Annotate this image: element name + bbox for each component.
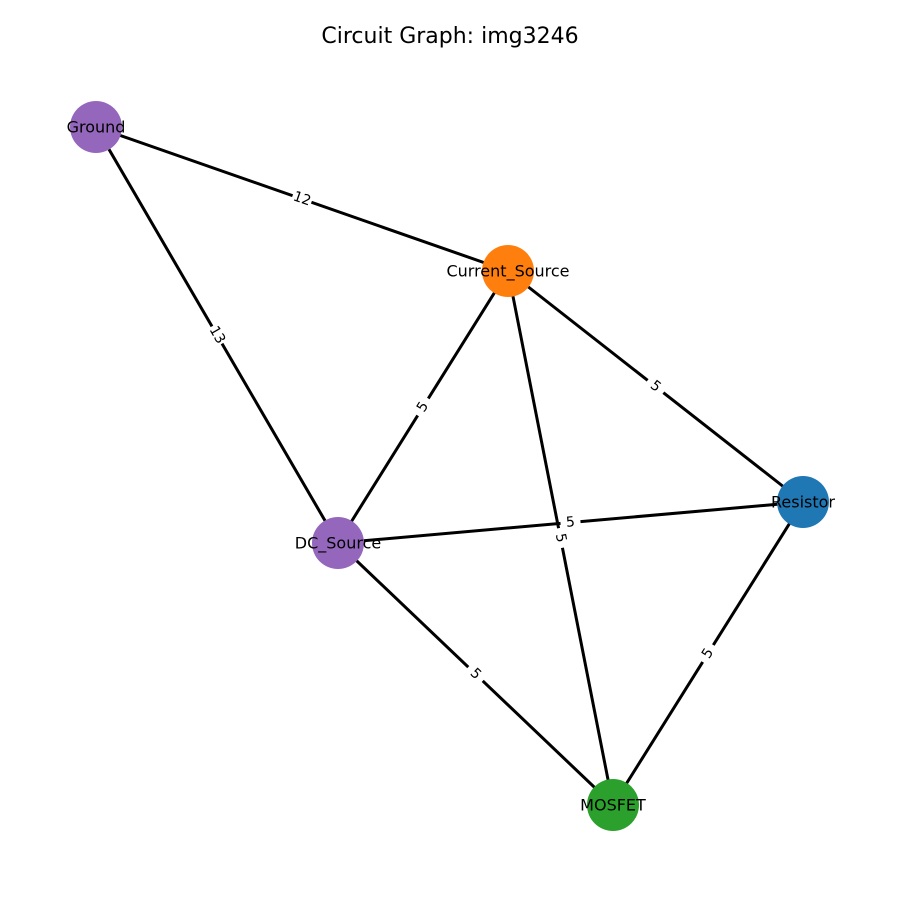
edge-weight-label: 12 — [291, 189, 313, 210]
edge-label-group: 5 — [559, 512, 582, 533]
edge-label-background — [642, 373, 669, 400]
node-label: Current_Source — [446, 262, 569, 282]
node-label: DC_Source — [295, 534, 381, 554]
node-circle — [587, 779, 639, 831]
edge-label-background — [549, 526, 572, 550]
node-resistor: Resistor — [771, 476, 835, 528]
edge-label-group: 5 — [410, 393, 436, 421]
node-label: MOSFET — [580, 796, 646, 815]
edge-label-group: 5 — [549, 526, 572, 550]
edge-label-background — [410, 393, 436, 421]
edge-label-group: 12 — [289, 187, 315, 211]
edge-label-background — [695, 640, 721, 667]
edge-weight-label: 13 — [206, 323, 229, 346]
node-circle — [777, 476, 829, 528]
edge-label-background — [204, 321, 230, 349]
edge-label-group: 13 — [204, 321, 230, 349]
edge-label-group: 5 — [642, 373, 669, 400]
diagram-title: Circuit Graph: img3246 — [321, 24, 578, 49]
edge-label-group: 5 — [695, 640, 721, 667]
node-circle — [70, 101, 122, 153]
edge-weight-label: 5 — [565, 514, 575, 531]
edges-layer — [94, 125, 805, 807]
edge-label-group: 5 — [462, 660, 489, 688]
node-circle — [312, 517, 364, 569]
edge-weight-label: 5 — [552, 532, 569, 544]
edge-label-background — [559, 512, 582, 533]
node-circle — [482, 245, 534, 297]
node-ground: Ground — [67, 101, 126, 153]
edge-label-background — [289, 187, 315, 211]
node-mosfet: MOSFET — [580, 779, 646, 831]
node-label: Ground — [67, 118, 126, 137]
edge-label-background — [462, 660, 489, 688]
node-current-source: Current_Source — [446, 245, 570, 297]
node-dc-source: DC_Source — [295, 517, 381, 569]
node-label: Resistor — [771, 493, 835, 512]
